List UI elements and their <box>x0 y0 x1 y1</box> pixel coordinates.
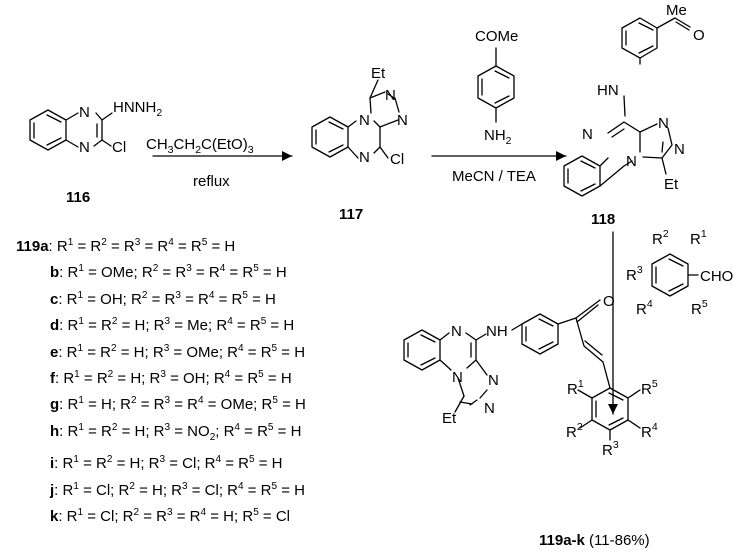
compound-label-119: 119a-k (11-86%) <box>539 532 650 549</box>
r5-label-product: R5 <box>641 378 658 398</box>
substituent-row-k: k: R1 = Cl; R2 = R3 = R4 = H; R5 = Cl <box>16 502 306 528</box>
substituent-row-119a: 119a: R1 = R2 = R3 = R4 = R5 = H <box>16 232 306 258</box>
n-atom-118-fused: N <box>626 153 637 170</box>
substituent-row-text: : R1 = R2 = H; R3 = Cl; R4 = R5 = H <box>54 454 283 473</box>
compound-label-117: 117 <box>339 206 363 223</box>
compound-label-118: 118 <box>591 211 615 228</box>
et-group-119: Et <box>442 410 457 427</box>
n-atom-119-top: N <box>451 323 462 340</box>
n-atom-117-triazole-b: N <box>397 112 408 129</box>
substituent-row-c: c: R1 = OH; R2 = R3 = R4 = R5 = H <box>16 285 306 311</box>
reaction-arrow-step1: CH3CH2C(EtO)3 reflux <box>146 136 293 190</box>
n-atom-116-top: N <box>79 104 90 121</box>
substituent-row-text: : R1 = OMe; R2 = R3 = R4 = R5 = H <box>59 263 287 282</box>
substituent-row-text: : R1 = OH; R2 = R3 = R4 = R5 = H <box>58 289 276 308</box>
substituent-row-b: b: R1 = OMe; R2 = R3 = R4 = R5 = H <box>16 258 306 284</box>
n-atom-117-bottom: N <box>359 149 370 166</box>
substituent-row-g: g: R1 = H; R2 = R3 = R4 = OMe; R5 = H <box>16 390 306 416</box>
substituent-row-text: : R1 = R2 = H; R3 = NO2; R4 = R5 = H <box>59 421 302 443</box>
substituent-row-text: : R1 = Cl; R2 = R3 = R4 = H; R5 = Cl <box>58 507 291 526</box>
n-atom-116-bottom: N <box>79 139 90 156</box>
substituent-row-f: f: R1 = R2 = H; R3 = OH; R4 = R5 = H <box>16 364 306 390</box>
reagent-benzaldehyde: R2 R1 R3 CHO R4 R5 <box>626 228 733 318</box>
substituent-row-text: : R1 = R2 = H; R3 = Me; R4 = R5 = H <box>59 316 295 335</box>
et-group-118: Et <box>664 176 679 193</box>
substituent-row-label: f <box>50 370 55 388</box>
nh-group-118: HN <box>597 82 619 99</box>
substituent-row-text: : R1 = Cl; R2 = H; R3 = Cl; R4 = R5 = H <box>54 480 306 499</box>
o-atom-119: O <box>603 293 615 310</box>
r3-label-aldehyde: R3 <box>626 264 643 284</box>
substituent-row-label: c <box>50 290 59 308</box>
n-atom-119-triazole-b: N <box>484 400 495 417</box>
reagent-triethyl-orthopropionate: CH3CH2C(EtO)3 <box>146 136 254 156</box>
r2-label-product: R2 <box>566 421 583 441</box>
substituent-row-label: k <box>50 508 59 526</box>
substituent-row-text: : R1 = R2 = R3 = R4 = R5 = H <box>48 237 236 255</box>
n-atom-119-fused: N <box>452 369 463 386</box>
r3-label-product: R3 <box>602 439 619 459</box>
substituent-row-i: i: R1 = R2 = H; R3 = Cl; R4 = R5 = H <box>16 449 306 475</box>
substituent-row-label: d <box>50 317 60 335</box>
substituent-row-label: g <box>50 396 60 414</box>
nh-group-119: NH <box>486 323 508 340</box>
substituent-row-e: e: R1 = R2 = H; R3 = OMe; R4 = R5 = H <box>16 338 306 364</box>
o-atom-118: O <box>693 27 705 44</box>
reagent-aminoacetophenone: COMe NH2 <box>475 28 518 147</box>
r5-label-aldehyde: R5 <box>691 298 708 318</box>
substituent-row-label: h <box>50 422 60 440</box>
substituent-row-text: : R1 = H; R2 = R3 = R4 = OMe; R5 = H <box>59 395 306 414</box>
substituent-row-label: i <box>50 455 55 473</box>
compound-label-116: 116 <box>66 189 90 206</box>
substituent-row-d: d: R1 = R2 = H; R3 = Me; R4 = R5 = H <box>16 311 306 337</box>
n-atom-118-triazole-a: N <box>658 115 669 132</box>
substituent-row-label: b <box>50 264 60 282</box>
substituent-row-label: e <box>50 343 59 361</box>
r2-label-aldehyde: R2 <box>652 228 669 248</box>
amine-label: NH2 <box>484 127 512 147</box>
acetyl-label: COMe <box>475 28 518 45</box>
reaction-arrow-step3 <box>608 231 618 415</box>
cho-label: CHO <box>700 268 733 285</box>
hydrazine-label: HNNH2 <box>113 99 162 119</box>
compound-119-structure: N N N N Et NH O R1 R5 R2 R4 R3 119a-k (1… <box>403 293 658 549</box>
reaction-arrow-step2: MeCN / TEA <box>431 151 567 185</box>
n-atom-118-top: N <box>582 126 593 143</box>
r1-label-product: R1 <box>567 378 584 398</box>
substituent-row-label: j <box>50 481 55 499</box>
condition-reflux: reflux <box>193 173 230 190</box>
substituent-row-text: : R1 = R2 = H; R3 = OMe; R4 = R5 = H <box>58 342 306 361</box>
cl-atom-116: Cl <box>112 139 126 156</box>
substituent-row-j: j: R1 = Cl; R2 = H; R3 = Cl; R4 = R5 = H <box>16 476 306 502</box>
substituent-row-label: 119a <box>16 238 49 255</box>
me-group-118: Me <box>666 2 687 19</box>
r4-label-product: R4 <box>641 421 658 441</box>
n-atom-118-triazole-b: N <box>674 141 685 158</box>
condition-mecn-tea: MeCN / TEA <box>452 168 536 185</box>
cl-atom-117: Cl <box>390 151 404 168</box>
compound-117-structure: N N N N Et Cl 117 <box>311 65 408 223</box>
n-atom-119-triazole-a: N <box>488 372 499 389</box>
substituent-row-h: h: R1 = R2 = H; R3 = NO2; R4 = R5 = H <box>16 417 306 449</box>
r1-label-aldehyde: R1 <box>690 228 707 248</box>
n-atom-117-fused: N <box>359 112 370 129</box>
substituent-row-text: : R1 = R2 = H; R3 = OH; R4 = R5 = H <box>55 369 292 388</box>
et-group-117: Et <box>371 65 386 82</box>
n-atom-117-triazole-a: N <box>385 87 396 104</box>
r4-label-aldehyde: R4 <box>636 298 653 318</box>
compound-116-structure: N N HNNH2 Cl 116 <box>29 99 162 206</box>
compound-118-structure: Me O HN N N N N Et 118 <box>563 2 705 228</box>
